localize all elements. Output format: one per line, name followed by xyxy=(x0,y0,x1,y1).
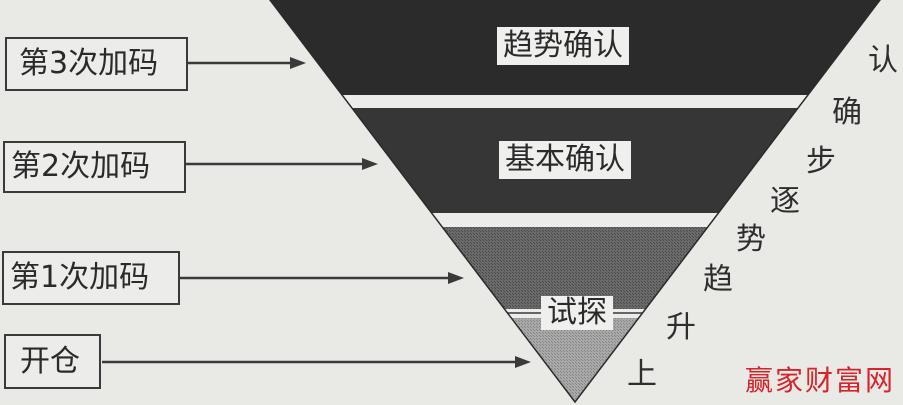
stage-label-add-2: 第2次加码 xyxy=(11,149,151,184)
stage-box-add-2: 第2次加码 xyxy=(3,141,186,193)
stage-label-open: 开仓 xyxy=(20,343,80,379)
arrow-head-open xyxy=(515,356,531,368)
side-char-7: 确 xyxy=(832,95,862,130)
band-label-trend-confirm: 趋势确认 xyxy=(497,27,629,65)
stage-label-add-1: 第1次加码 xyxy=(10,260,150,295)
band-label-basic-confirm: 基本确认 xyxy=(499,141,631,179)
side-char-8: 认 xyxy=(868,43,898,78)
side-char-3: 趋 xyxy=(703,262,733,297)
watermark: 赢家财富网 xyxy=(744,364,895,397)
stage-box-open: 开仓 xyxy=(4,334,101,389)
stage-label-add-3: 第3次加码 xyxy=(19,46,159,81)
band-label-probe: 试探 xyxy=(541,296,613,330)
arrow-head-3 xyxy=(290,57,306,69)
side-char-5: 逐 xyxy=(770,184,800,219)
side-char-6: 步 xyxy=(806,144,836,179)
stage-box-add-1: 第1次加码 xyxy=(2,251,180,305)
stage-box-add-3: 第3次加码 xyxy=(5,37,188,91)
arrow-head-2 xyxy=(362,158,378,170)
side-char-4: 势 xyxy=(736,222,766,257)
side-char-1: 上 xyxy=(627,357,657,392)
side-char-2: 升 xyxy=(666,310,696,345)
arrow-head-1 xyxy=(448,272,464,284)
